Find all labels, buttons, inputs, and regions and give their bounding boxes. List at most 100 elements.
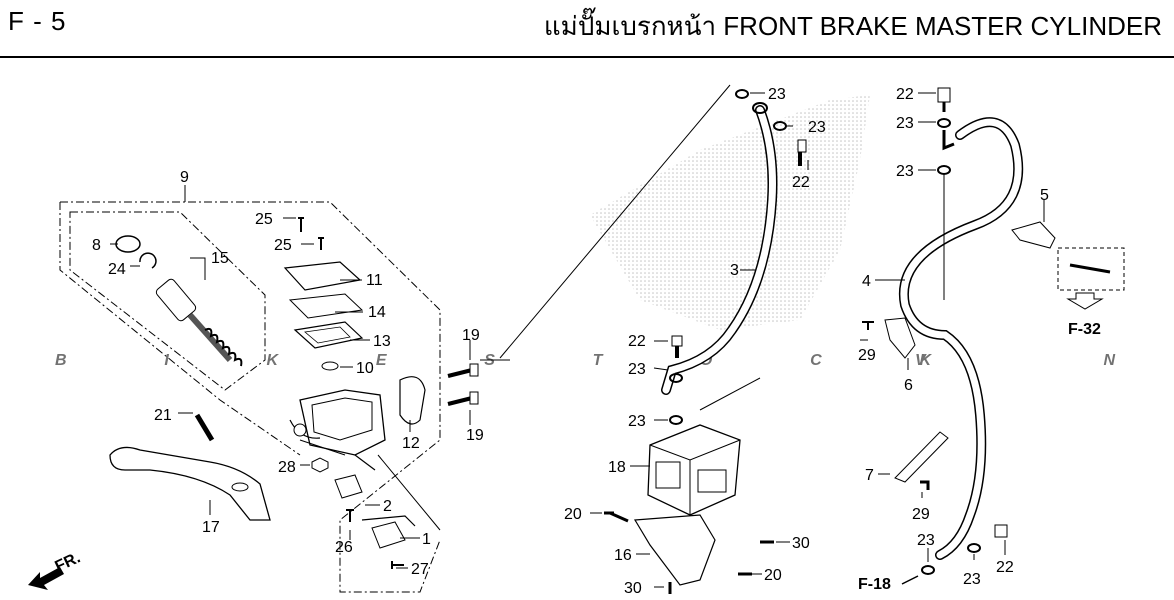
bracket-16	[633, 514, 716, 586]
stop-switch-1	[371, 521, 406, 549]
washer-23e	[669, 415, 683, 425]
callout-17: 17	[202, 519, 220, 536]
callout-20a: 20	[564, 506, 582, 523]
callout-23c: 23	[628, 361, 646, 378]
callout-3: 3	[730, 262, 739, 279]
callout-30b: 30	[624, 580, 642, 597]
washer-23g	[937, 165, 951, 175]
page-title: แม่ปั๊มเบรกหน้า FRONT BRAKE MASTER CYLIN…	[543, 11, 1162, 41]
nut-28	[311, 457, 329, 473]
callout-23e: 23	[896, 115, 914, 132]
circlip-24	[139, 252, 157, 269]
piston-assembly	[155, 278, 243, 367]
screw-26	[346, 509, 354, 522]
callout-1: 1	[422, 531, 431, 548]
callout-labels: 9 8 24 15 25 25 11 14 13 10 19 19 12 21 …	[92, 86, 1101, 597]
pivot-bolt-21	[194, 413, 215, 442]
callout-28: 28	[278, 459, 296, 476]
callout-23b: 23	[808, 119, 826, 136]
brake-lever-17	[109, 446, 271, 521]
reservoir-cap-11	[283, 261, 362, 291]
callout-23a: 23	[768, 86, 786, 103]
diaphragm-13	[293, 321, 364, 349]
ref-arrow-f32	[1066, 292, 1104, 310]
callout-15: 15	[211, 250, 229, 267]
leader-diagonal	[499, 84, 731, 359]
callout-18: 18	[608, 459, 626, 476]
callout-22b: 22	[628, 333, 646, 350]
callout-22d: 22	[996, 559, 1014, 576]
callout-16: 16	[614, 547, 632, 564]
screw-25a	[298, 217, 304, 232]
callout-4: 4	[862, 273, 871, 290]
abs-modulator-18	[647, 377, 761, 516]
callout-21: 21	[154, 407, 172, 424]
bolt-29a	[862, 321, 874, 330]
callout-12: 12	[402, 435, 420, 452]
page-code: F - 5	[8, 6, 67, 36]
callout-19b: 19	[466, 427, 484, 444]
washer-23i	[921, 565, 935, 575]
callout-23g: 23	[917, 532, 935, 549]
brake-hose-4	[898, 117, 1024, 560]
callout-9: 9	[180, 169, 189, 186]
ref-f18: F-18	[858, 576, 891, 593]
callout-14: 14	[368, 304, 386, 321]
callout-23f: 23	[896, 163, 914, 180]
callout-25b: 25	[274, 237, 292, 254]
bolt-22c	[937, 87, 951, 103]
callout-29a: 29	[858, 347, 876, 364]
bolt-box	[1057, 247, 1125, 291]
bolt-22b	[671, 335, 683, 347]
callout-8: 8	[92, 237, 101, 254]
washer-23d	[669, 373, 683, 383]
callout-22a: 22	[792, 174, 810, 191]
washer-23b	[752, 102, 768, 114]
bracket-6	[884, 317, 916, 359]
bolt-22a	[797, 139, 807, 153]
master-cylinder-group	[59, 185, 510, 593]
callout-30a: 30	[792, 535, 810, 552]
callout-5: 5	[1040, 187, 1049, 204]
kit-frame-15	[69, 211, 266, 391]
ref-arrow-f18	[901, 575, 919, 585]
callout-19a: 19	[462, 327, 480, 344]
callout-11: 11	[366, 272, 383, 289]
watermark: BIKESTOCK VN	[55, 352, 1115, 369]
front-label: FR.	[53, 549, 84, 575]
master-cylinder-body	[289, 389, 386, 471]
holder-12	[399, 376, 426, 425]
washer-23a	[735, 89, 749, 99]
callout-25a: 25	[255, 211, 273, 228]
callout-23d: 23	[628, 413, 646, 430]
ref-f32: F-32	[1068, 321, 1101, 338]
watermark-text-2: VN	[915, 352, 1115, 369]
clamp-7	[894, 431, 949, 483]
clamp-5	[1011, 221, 1056, 249]
front-direction-arrow: FR.	[28, 549, 83, 590]
bolt-19a	[447, 368, 473, 378]
shading-area	[590, 95, 870, 330]
washer-23h	[967, 543, 981, 553]
brake-line-group	[860, 87, 1125, 575]
callout-7: 7	[865, 467, 874, 484]
callout-10: 10	[356, 360, 374, 377]
plate-14	[288, 293, 364, 319]
switch-2	[334, 474, 363, 499]
screw-27	[391, 561, 404, 569]
screw-25b	[318, 237, 324, 250]
float-10	[321, 361, 339, 371]
boot-8	[115, 235, 141, 253]
washer-23f	[937, 118, 951, 128]
callout-6: 6	[904, 377, 913, 394]
callout-26: 26	[335, 539, 353, 556]
abs-group	[499, 84, 809, 594]
bolt-19b	[447, 396, 473, 406]
kit-frame-9	[60, 201, 441, 593]
callout-22c: 22	[896, 86, 914, 103]
callout-2: 2	[383, 498, 392, 515]
bolt-22d	[994, 524, 1008, 538]
callout-24: 24	[108, 261, 126, 278]
bolt-29b	[920, 480, 930, 490]
